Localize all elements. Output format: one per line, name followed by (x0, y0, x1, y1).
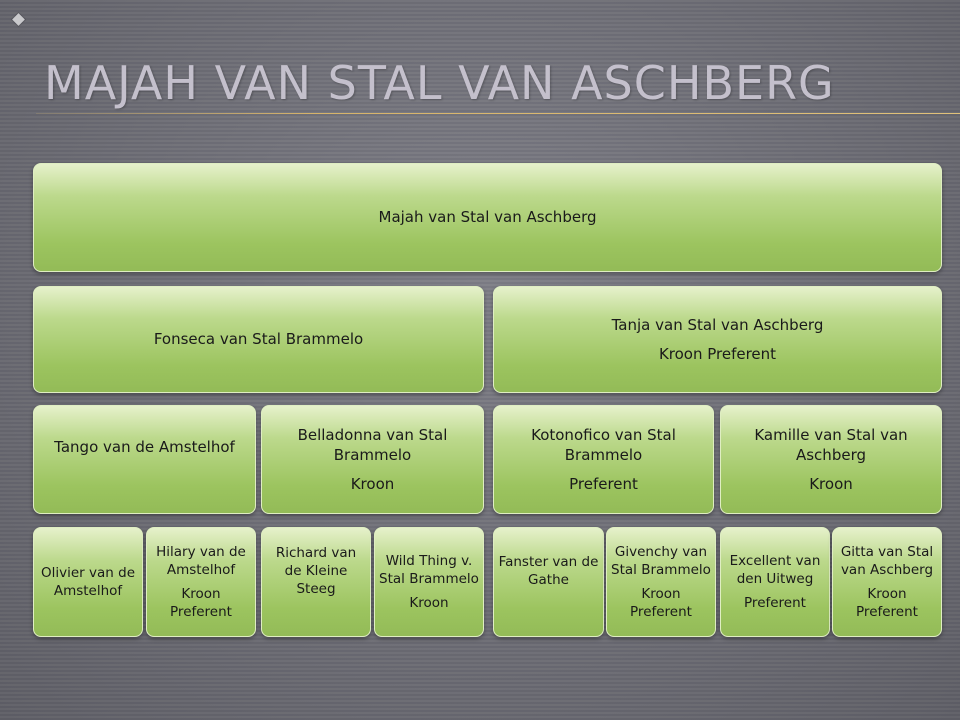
grandparent-name: Belladonna van Stal Brammelo (297, 426, 448, 465)
pedigree-grandparent: Kamille van Stal van Aschberg Kroon (720, 405, 942, 514)
great-grandparent-predicate: Kroon Preferent (170, 586, 232, 621)
title-underline (36, 113, 960, 114)
great-grandparent-name: Givenchy van Stal Brammelo (611, 543, 711, 578)
pedigree-sire: Fonseca van Stal Brammelo (33, 286, 484, 393)
pedigree-great-grandparent: Gitta van Stal van Aschberg Kroon Prefer… (832, 527, 942, 637)
pedigree-great-grandparent: Wild Thing v. Stal Brammelo Kroon (374, 527, 484, 637)
pedigree-grandparent: Kotonofico van Stal Brammelo Preferent (493, 405, 714, 514)
pedigree-great-grandparent: Hilary van de Amstelhof Kroon Preferent (146, 527, 256, 637)
pedigree-great-grandparent: Richard van de Kleine Steeg (261, 527, 371, 637)
root-name: Majah van Stal van Aschberg (378, 208, 597, 227)
great-grandparent-predicate: Preferent (744, 595, 806, 612)
great-grandparent-name: Excellent van den Uitweg (729, 552, 821, 587)
grandparent-predicate: Kroon (809, 474, 853, 493)
pedigree-great-grandparent: Olivier van de Amstelhof (33, 527, 143, 637)
pedigree-great-grandparent: Givenchy van Stal Brammelo Kroon Prefere… (606, 527, 716, 637)
sire-name: Fonseca van Stal Brammelo (153, 330, 364, 349)
pedigree-grandparent: Belladonna van Stal Brammelo Kroon (261, 405, 484, 514)
slide-title: Majah van Stal van Aschberg (44, 56, 835, 110)
great-grandparent-predicate: Kroon (409, 595, 449, 612)
grandparent-name: Kotonofico van Stal Brammelo (531, 426, 676, 465)
pedigree-root: Majah van Stal van Aschberg (33, 163, 942, 272)
grandparent-name: Kamille van Stal van Aschberg (754, 426, 908, 465)
pedigree-grandparent: Tango van de Amstelhof (33, 405, 256, 514)
grandparent-name: Tango van de Amstelhof (54, 438, 235, 457)
great-grandparent-name: Olivier van de Amstelhof (41, 564, 135, 599)
dam-predicate: Kroon Preferent (658, 344, 777, 363)
great-grandparent-predicate: Kroon Preferent (630, 586, 692, 621)
diamond-bullet-icon (12, 13, 25, 26)
grandparent-predicate: Preferent (569, 474, 638, 493)
pedigree-dam: Tanja van Stal van Aschberg Kroon Prefer… (493, 286, 942, 393)
great-grandparent-predicate: Kroon Preferent (856, 586, 918, 621)
great-grandparent-name: Fanster van de Gathe (498, 553, 599, 588)
great-grandparent-name: Richard van de Kleine Steeg (275, 544, 357, 598)
great-grandparent-name: Gitta van Stal van Aschberg (840, 543, 934, 578)
great-grandparent-name: Hilary van de Amstelhof (156, 543, 246, 578)
grandparent-predicate: Kroon (350, 474, 395, 493)
great-grandparent-name: Wild Thing v. Stal Brammelo (379, 552, 479, 587)
pedigree-great-grandparent: Excellent van den Uitweg Preferent (720, 527, 830, 637)
pedigree-great-grandparent: Fanster van de Gathe (493, 527, 604, 637)
dam-name: Tanja van Stal van Aschberg (611, 316, 824, 335)
